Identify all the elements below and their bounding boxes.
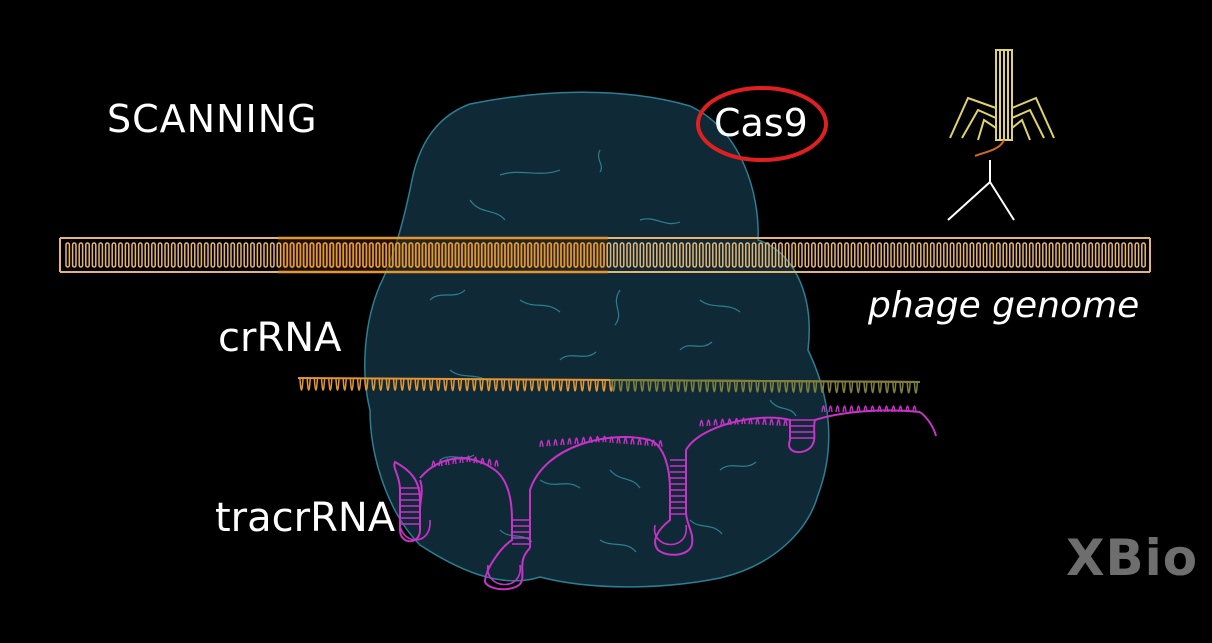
hairpin-loop-2 (487, 564, 521, 586)
crrna-strand (297, 377, 921, 394)
tracrrna-label: tracrRNA (215, 495, 396, 541)
phage-genome-dna (59, 236, 1151, 274)
tracrrna-strand (393, 405, 937, 591)
crrna-label: crRNA (218, 315, 342, 361)
stage-title: SCANNING (107, 97, 318, 141)
hairpin-loop-3 (653, 524, 687, 546)
hairpin-loop-1 (399, 519, 431, 541)
cas9-highlight-circle (696, 86, 828, 162)
xbio-logo: XBio (1066, 529, 1199, 587)
cas9-protein (364, 91, 830, 588)
phage-genome-label: phage genome (868, 285, 1140, 326)
bacteriophage-icon (947, 49, 1055, 221)
cas9-label: Cas9 (714, 101, 808, 145)
